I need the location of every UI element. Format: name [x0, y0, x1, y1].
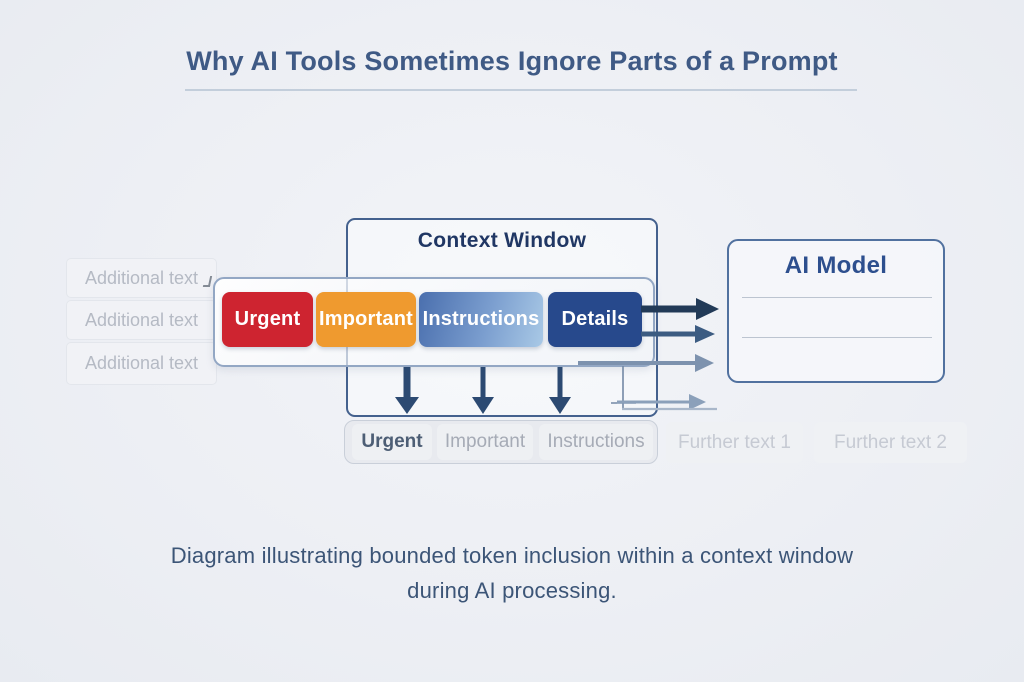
token-instructions: Instructions: [419, 292, 543, 347]
output-label-instructions: Instructions: [539, 424, 653, 460]
page-title: Why AI Tools Sometimes Ignore Parts of a…: [186, 46, 838, 76]
output-label-urgent: Urgent: [352, 424, 432, 460]
title-underline: [185, 89, 857, 91]
further-text-2: Further text 2: [814, 422, 967, 463]
token-details: Details: [548, 292, 642, 347]
ai-model-title: AI Model: [784, 252, 888, 279]
additional-text-box-1: Additional text: [66, 258, 217, 298]
further-text-1: Further text 1: [666, 422, 803, 463]
token-important: Important: [316, 292, 416, 347]
caption-line-1: Diagram illustrating bounded token inclu…: [170, 543, 854, 568]
ai-model-line-1: [742, 297, 932, 298]
ai-model-box: [727, 239, 945, 383]
context-window-title: Context Window: [417, 229, 587, 252]
additional-text-box-2: Additional text: [66, 300, 217, 340]
additional-text-box-3: Additional text: [66, 342, 217, 385]
caption-line-2: during AI processing.: [407, 578, 617, 603]
token-urgent: Urgent: [222, 292, 313, 347]
ai-model-line-2: [742, 337, 932, 338]
output-label-important: Important: [437, 424, 533, 460]
